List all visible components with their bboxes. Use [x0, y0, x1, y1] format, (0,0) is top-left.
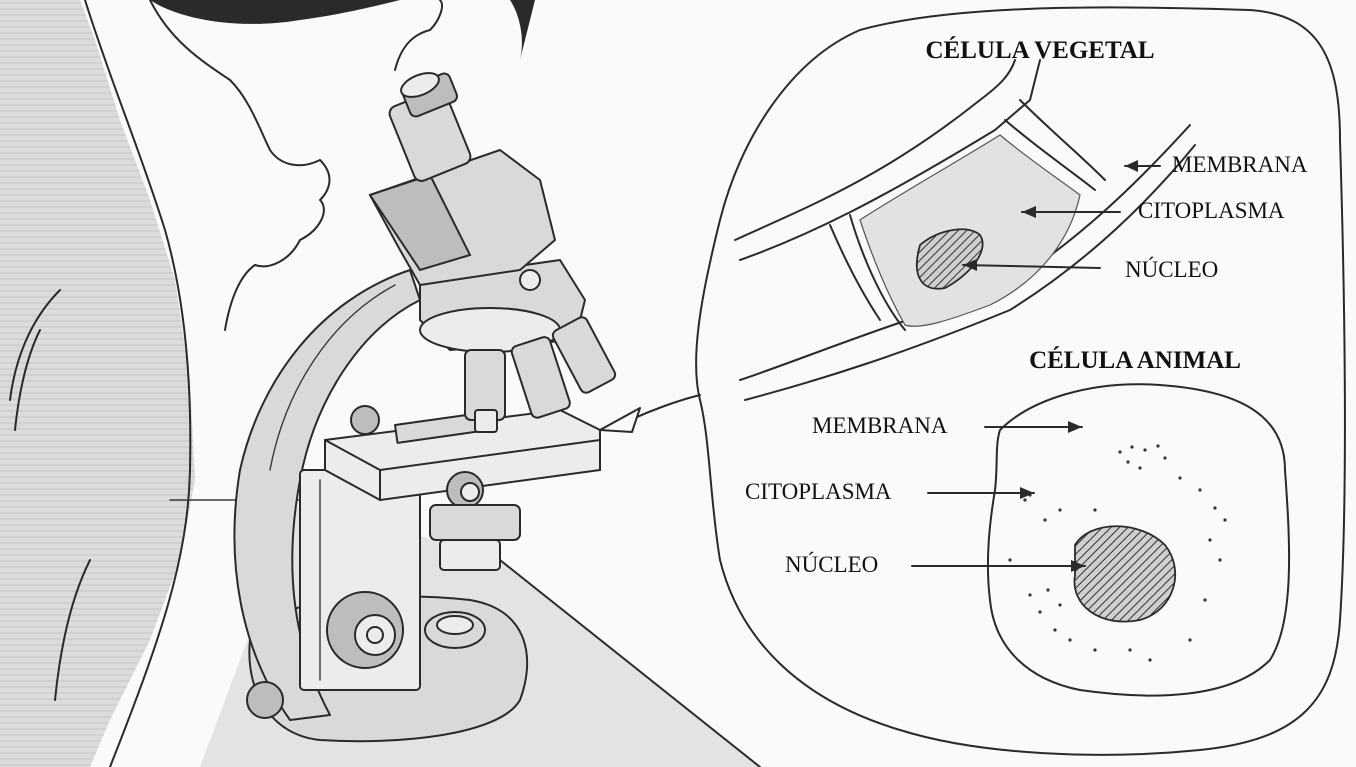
- plant-membrane-label: MEMBRANA: [1172, 152, 1308, 177]
- magnification-bubble: [696, 7, 1345, 754]
- plant-cell-title: CÉLULA VEGETAL: [925, 36, 1154, 64]
- animal-cytoplasm-label: CITOPLASMA: [745, 479, 892, 504]
- plant-nucleus-label: NÚCLEO: [1125, 256, 1218, 282]
- animal-cell-title: CÉLULA ANIMAL: [1029, 346, 1241, 374]
- animal-cell: [988, 384, 1289, 695]
- animal-nucleus-callout: NÚCLEO: [785, 551, 1085, 577]
- animal-membrane-callout: MEMBRANA: [812, 413, 1082, 438]
- animal-cytoplasm-callout: CITOPLASMA: [745, 479, 1034, 504]
- animal-membrane-label: MEMBRANA: [812, 413, 948, 438]
- zoom-pointer-arrow: [600, 395, 700, 432]
- animal-nucleus-label: NÚCLEO: [785, 551, 878, 577]
- plant-cytoplasm-label: CITOPLASMA: [1138, 198, 1285, 223]
- animal-nucleus: [1074, 526, 1175, 621]
